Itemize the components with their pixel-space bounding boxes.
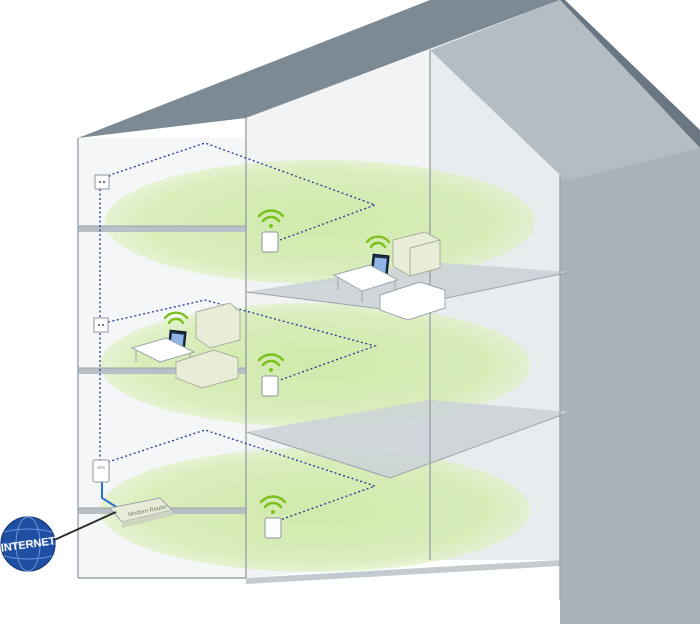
globe-icon: INTERNET — [0, 516, 56, 572]
wifi-icon — [257, 353, 285, 372]
wall-outlet-icon — [93, 317, 109, 333]
sofa-icon — [195, 302, 241, 349]
wifi-icon — [365, 235, 391, 249]
roof — [78, 0, 560, 138]
powerline-adapter-icon — [261, 375, 279, 397]
gable-upper-fill — [430, 0, 700, 180]
wall-outlet-icon — [94, 174, 110, 190]
wifi-icon — [257, 209, 285, 228]
sofa-icon — [175, 349, 239, 389]
slab-top-left — [78, 226, 246, 232]
ethernet-cable — [101, 482, 119, 509]
house-side-wall-shade — [560, 145, 700, 624]
table-icon — [332, 264, 400, 302]
floor-bottom-edge — [246, 560, 560, 584]
wifi-coverage-bottom — [100, 448, 530, 572]
wifi-icon — [163, 311, 189, 325]
sofa-icon — [392, 231, 441, 277]
powerline-adapter-icon — [261, 231, 279, 253]
powerline-adapter-icon — [92, 459, 110, 483]
right-slab-mid — [245, 411, 571, 479]
sofa-icon — [379, 281, 446, 321]
floor-middle — [246, 400, 570, 478]
powerline-adapter-icon — [264, 517, 282, 539]
wifi-icon — [259, 495, 287, 514]
router-icon: Modem Router — [109, 497, 173, 528]
internet-cable — [51, 511, 117, 542]
